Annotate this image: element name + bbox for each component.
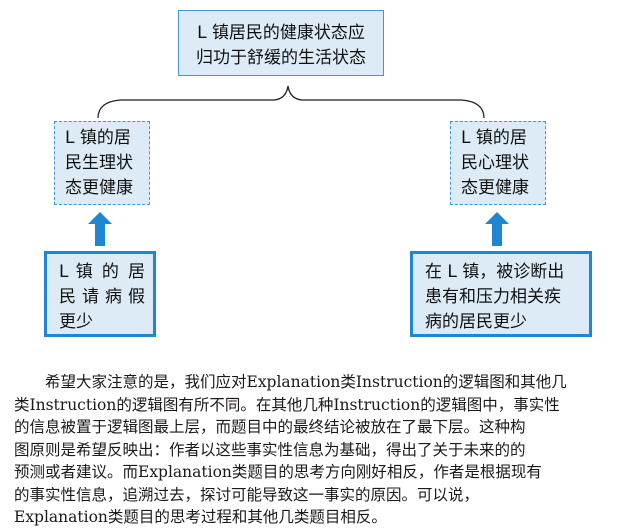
right-fact-box: 在 L 镇，被诊断出 患有和压力相关疾 病的居民更少 [410,251,592,337]
paragraph-line-3: 的信息被置于逻辑图最上层，而题目中的最终结论被放在了最下层。这种构 [14,418,526,436]
right-fact-line-3: 病的居民更少 [425,312,527,332]
right-fact-line-2: 患有和压力相关疾 [425,287,561,307]
top-conclusion-line-2: 归功于舒缓的生活状态 [196,48,366,68]
left-fact-line-3: 更少 [59,312,93,332]
left-intermediate-line-2: 民生理状 [65,153,133,173]
top-conclusion-box: L 镇居民的健康状态应 归功于舒缓的生活状态 [178,10,384,76]
paragraph-line-7: Explanation类题目的思考过程和其他几类题目相反。 [14,508,387,526]
left-intermediate-box: L 镇的居 民生理状 态更健康 [54,121,150,205]
paragraph-line-6: 的事实性信息，追溯过去，探讨可能导致这一事实的原因。可以说， [14,485,480,504]
right-up-arrow [485,212,509,246]
left-intermediate-line-3: 态更健康 [65,178,133,198]
paragraph-line-2: 类Instruction的逻辑图有所不同。在其他几种Instruction的逻辑… [14,395,560,414]
top-conclusion-line-1: L 镇居民的健康状态应 [197,23,365,43]
right-intermediate-line-2: 民心理状 [461,153,529,173]
left-fact-box: L 镇 的 居 民请病假 更少 [44,251,156,337]
right-intermediate-line-3: 态更健康 [461,178,529,198]
right-intermediate-line-1: L 镇的居 [461,128,527,148]
right-intermediate-box: L 镇的居 民心理状 态更健康 [450,121,546,205]
paragraph-line-5: 预测或者建议。而Explanation类题目的思考方向刚好相反，作者是根据现有 [14,463,542,481]
left-intermediate-line-1: L 镇的居 [65,128,131,148]
left-fact-line-2: 民请病假 [59,287,145,307]
paragraph-line-4: 图原则是希望反映出：作者以这些事实性信息为基础，得出了关于未来的的 [14,440,526,459]
paragraph-line-1: 希望大家注意的是，我们应对Explanation类Instruction的逻辑图… [45,373,567,391]
right-fact-line-1: 在 L 镇，被诊断出 [425,262,565,282]
left-fact-line-1: L 镇 的 居 [59,262,145,282]
grouping-brace [97,85,485,119]
left-up-arrow [88,212,112,246]
explanation-paragraph: 希望大家注意的是，我们应对Explanation类Instruction的逻辑图… [14,371,620,529]
